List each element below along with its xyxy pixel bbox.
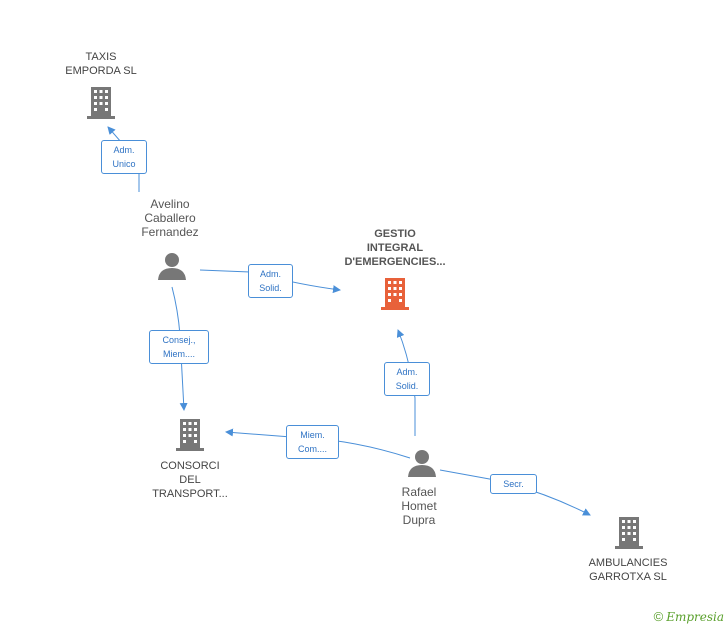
node-label-consorci[interactable]: CONSORCI DEL TRANSPORT... xyxy=(130,459,250,501)
footer-credit[interactable]: © Empresia xyxy=(654,609,724,624)
edge-label-avelino-gestio[interactable]: Adm. Solid. xyxy=(248,264,293,298)
label-line: GESTIO xyxy=(374,228,416,240)
edge-label-line: Adm. xyxy=(396,367,418,377)
edge-label-rafael-ambulancies[interactable]: Secr. xyxy=(490,474,537,494)
label-line: DEL xyxy=(179,474,201,486)
copyright-icon: © xyxy=(653,609,664,624)
person-icon[interactable] xyxy=(157,251,187,281)
edge-label-rafael-gestio[interactable]: Adm. Solid. xyxy=(384,362,430,396)
node-label-ambulancies[interactable]: AMBULANCIES GARROTXA SL xyxy=(572,556,684,584)
label-line: Caballero xyxy=(144,211,196,225)
node-label-gestio[interactable]: GESTIO INTEGRAL D'EMERGENCIES... xyxy=(325,227,465,269)
node-label-rafael[interactable]: Rafael Homet Dupra xyxy=(364,485,474,527)
node-label-avelino[interactable]: Avelino Caballero Fernandez xyxy=(115,197,225,239)
brand-logo: Empresia xyxy=(666,609,724,624)
label-line: Avelino xyxy=(150,197,190,211)
label-line: Rafael xyxy=(401,485,437,499)
building-icon[interactable] xyxy=(175,418,205,452)
edge-label-line: Secr. xyxy=(503,479,524,489)
edge-label-line: Miem. xyxy=(300,430,325,440)
edge-label-line: Solid. xyxy=(259,283,282,293)
edge-label-line: Com.... xyxy=(297,444,327,454)
building-icon[interactable] xyxy=(380,277,410,311)
edge-label-avelino-consorci[interactable]: Consej., Miem.... xyxy=(149,330,209,364)
edge-label-line: Adm. xyxy=(113,145,135,155)
edge-label-line: Unico xyxy=(112,159,136,169)
building-icon[interactable] xyxy=(86,86,116,120)
edge-label-avelino-taxis[interactable]: Adm. Unico xyxy=(101,140,147,174)
label-line: TAXIS xyxy=(85,51,117,63)
edge-label-line: Miem.... xyxy=(162,349,195,359)
label-line: GARROTXA SL xyxy=(589,571,667,583)
person-icon[interactable] xyxy=(407,448,437,478)
label-line: CONSORCI xyxy=(160,460,220,472)
label-line: Dupra xyxy=(402,513,436,527)
edge-label-line: Solid. xyxy=(395,381,419,391)
node-label-taxis[interactable]: TAXIS EMPORDA SL xyxy=(46,50,156,78)
label-line: Homet xyxy=(401,499,437,513)
edge-label-rafael-consorci[interactable]: Miem. Com.... xyxy=(286,425,339,459)
label-line: D'EMERGENCIES... xyxy=(344,256,446,268)
edge-label-line: Adm. xyxy=(259,269,281,279)
label-line: EMPORDA SL xyxy=(65,65,137,77)
building-icon[interactable] xyxy=(614,516,644,550)
label-line: AMBULANCIES xyxy=(588,557,668,569)
label-line: Fernandez xyxy=(141,225,199,239)
label-line: INTEGRAL xyxy=(366,242,424,254)
label-line: TRANSPORT... xyxy=(152,488,228,500)
edge-label-line: Consej., xyxy=(162,335,196,345)
